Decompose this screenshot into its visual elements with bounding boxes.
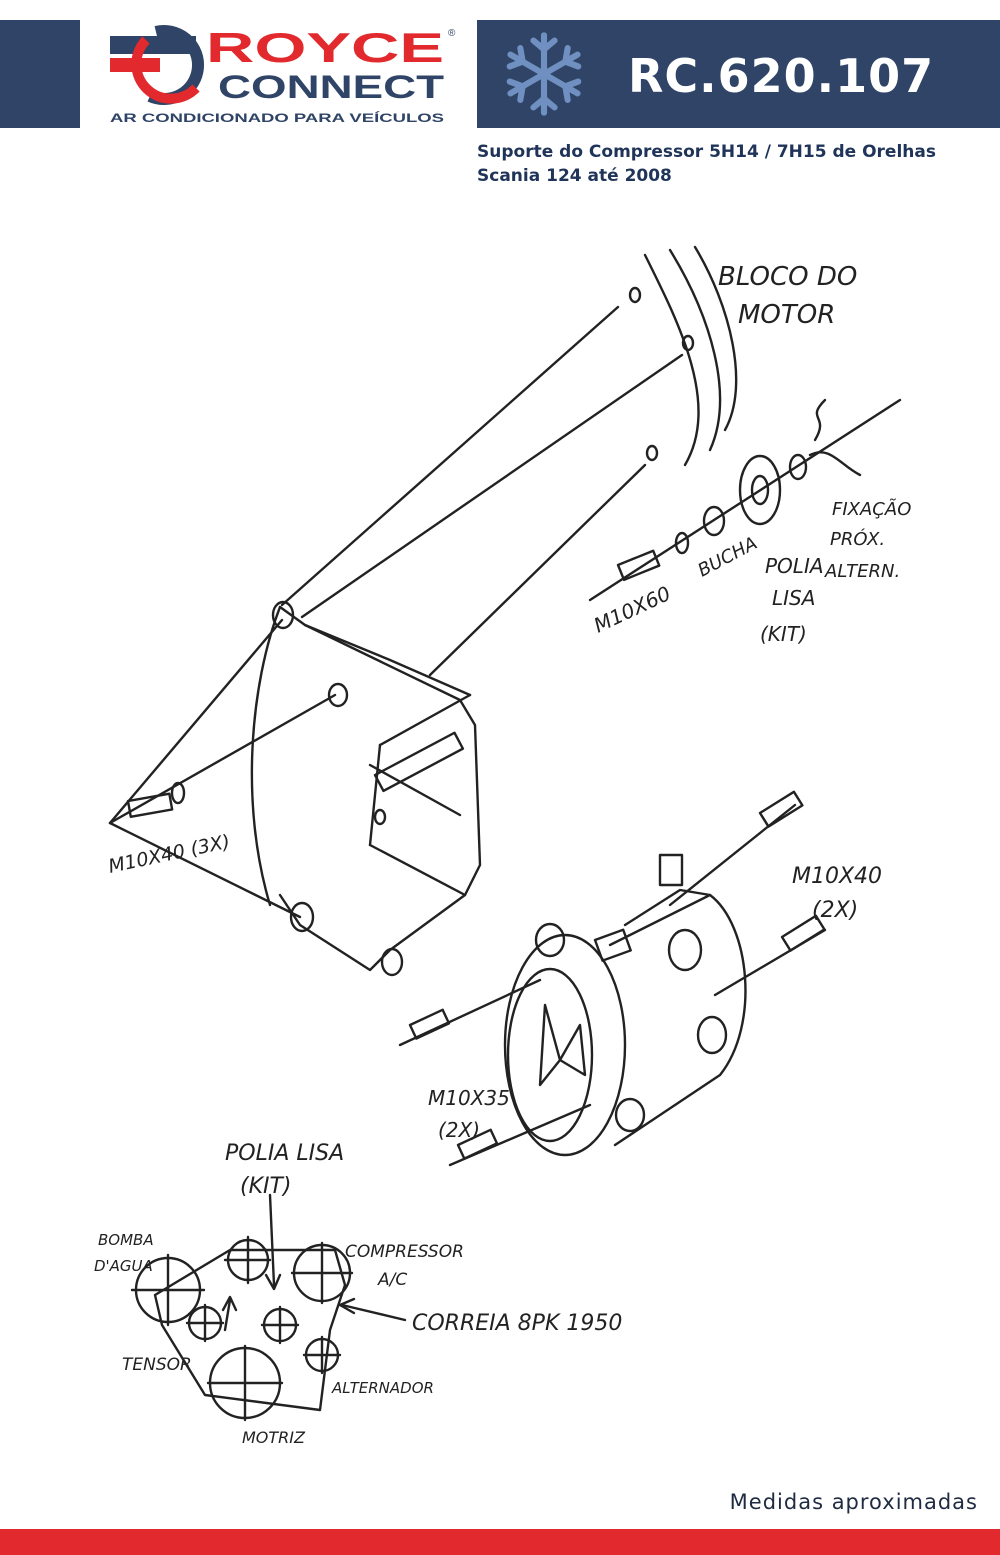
logo-registered: ® <box>448 28 456 39</box>
label-compressor-ac: COMPRESSOR A/C <box>345 1242 469 1290</box>
footer-note: Medidas aproximadas <box>729 1490 978 1514</box>
engine-block-edge <box>643 253 700 467</box>
product-description: Suporte do Compressor 5H14 / 7H15 de Ore… <box>477 140 987 188</box>
product-description-line-1: Suporte do Compressor 5H14 / 7H15 de Ore… <box>477 142 936 162</box>
label-m10x40-2x: M10X40 (2X) <box>792 864 889 923</box>
logo-mark-icon <box>110 25 205 106</box>
label-bucha: BUCHA <box>694 533 760 582</box>
belt-diagram <box>130 1193 407 1422</box>
label-m10x35-2x: M10X35 (2X) <box>428 1086 516 1142</box>
label-fixacao-prox-altern: FIXAÇÃO PRÓX. ALTERN. <box>824 498 917 582</box>
bolt-m10x40-3x <box>108 618 337 919</box>
logo-brand-bottom: CONNECT <box>218 69 445 105</box>
label-bloco-do-motor: BLOCO DO MOTOR <box>718 262 866 330</box>
label-polia-lisa-kit: POLIA LISA (KIT) <box>760 554 830 646</box>
label-m10x60: M10X60 <box>590 581 674 637</box>
bolt-m10x40-2x <box>668 803 797 907</box>
label-motriz: MOTRIZ <box>242 1428 306 1447</box>
royce-connect-logo: ROYCE ® CONNECT AR CONDICIONADO PARA VEÍ… <box>110 24 456 125</box>
compressor-bracket <box>250 600 482 977</box>
label-belt-polia-lisa-kit: POLIA LISA (KIT) <box>225 1141 351 1199</box>
engine-bolt-hole <box>628 286 642 304</box>
label-alternador: ALTERNADOR <box>331 1379 434 1397</box>
snowflake-icon <box>506 32 582 116</box>
logo-tagline: AR CONDICIONADO PARA VEÍCULOS <box>110 110 444 125</box>
bracket-hole <box>271 600 295 630</box>
label-correia-8pk-1950: CORREIA 8PK 1950 <box>412 1311 622 1336</box>
label-tensor: TENSOR <box>122 1355 192 1375</box>
product-code: RC.620.107 <box>628 49 935 103</box>
product-description-line-2: Scania 124 até 2008 <box>477 166 672 186</box>
header-left-bar <box>0 20 80 128</box>
pulley-assembly <box>588 398 902 602</box>
compressor <box>503 853 747 1157</box>
logo-brand-top: ROYCE <box>206 24 444 71</box>
header-code-bar <box>477 20 1000 128</box>
footer-red-bar <box>0 1529 1000 1555</box>
label-m10x40-3x: M10X40 (3X) <box>106 831 232 878</box>
assembly-drawing: BLOCO DO MOTOR M10X60 BUCHA POLIA LISA (… <box>94 245 917 1447</box>
label-bomba-dagua: BOMBA D'AGUA <box>94 1231 158 1275</box>
